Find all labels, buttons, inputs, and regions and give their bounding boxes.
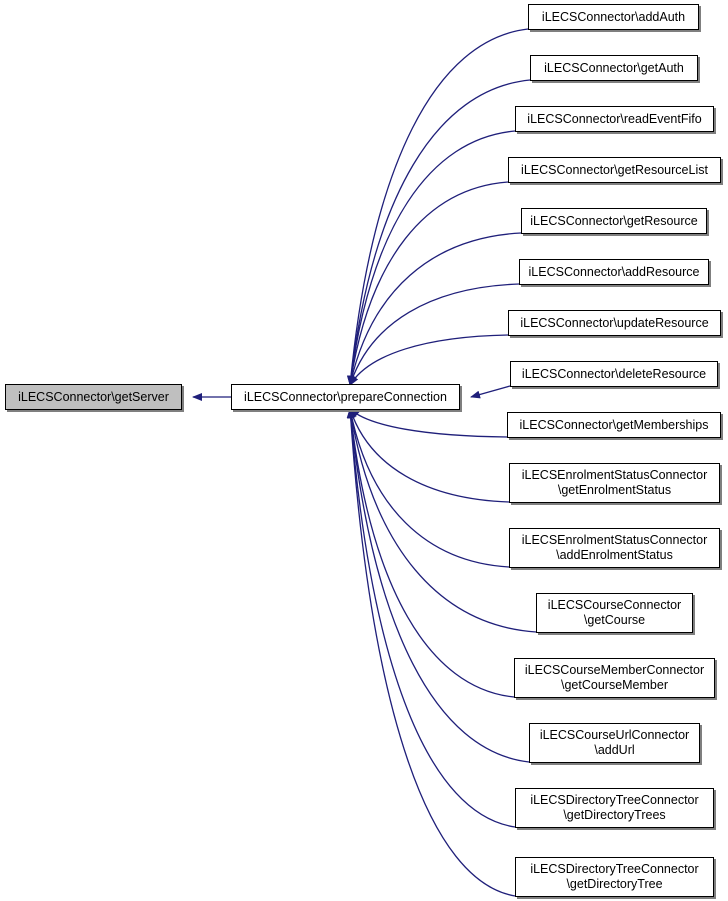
graph-node-ilecsenrolmentstatusconnector-getenrolmentstatus[interactable]: iLECSEnrolmentStatusConnector \getEnrolm… — [509, 463, 720, 503]
graph-node-label: iLECSConnector\updateResource — [520, 315, 709, 330]
graph-node-label: iLECSConnector\getServer — [18, 389, 169, 404]
edge-caller-1-to-hub — [347, 79, 531, 386]
graph-node-ilecsconnector-getresource[interactable]: iLECSConnector\getResource — [521, 208, 707, 234]
edge-caller-9-to-hub — [349, 408, 510, 503]
graph-node-label: iLECSCourseConnector \getCourse — [547, 598, 682, 627]
edge-caller-10-to-hub — [347, 408, 510, 568]
edge-caller-2-to-hub — [347, 130, 516, 386]
graph-node-label: iLECSConnector\prepareConnection — [244, 389, 447, 404]
edge-caller-4-to-hub — [348, 232, 522, 386]
graph-node-label: iLECSConnector\getResource — [530, 213, 698, 228]
edge-caller-3-to-hub — [347, 181, 509, 386]
edge-caller-11-to-hub — [347, 408, 537, 633]
graph-node-label: iLECSConnector\addAuth — [541, 9, 686, 24]
edge-caller-0-to-hub — [346, 28, 529, 386]
graph-node-ilecsconnector-updateresource[interactable]: iLECSConnector\updateResource — [508, 310, 721, 336]
graph-node-ilecscourseurlconnector-addurl[interactable]: iLECSCourseUrlConnector \addUrl — [529, 723, 700, 763]
graph-node-label: iLECSCourseMemberConnector \getCourseMem… — [524, 663, 705, 692]
graph-node-ilecsconnector-readeventfifo[interactable]: iLECSConnector\readEventFifo — [515, 106, 714, 132]
edge-caller-13-to-hub — [346, 408, 530, 763]
graph-node-ilecsconnector-getmemberships[interactable]: iLECSConnector\getMemberships — [507, 412, 721, 438]
graph-node-ilecsconnector-getserver[interactable]: iLECSConnector\getServer — [5, 384, 182, 410]
graph-node-label: iLECSConnector\readEventFifo — [527, 111, 702, 126]
graph-node-ilecsdirectorytreeconnector-getdirectorytree[interactable]: iLECSDirectoryTreeConnector \getDirector… — [515, 857, 714, 897]
edge-caller-15-to-hub — [346, 408, 516, 897]
graph-node-label: iLECSDirectoryTreeConnector \getDirector… — [530, 793, 699, 822]
graph-node-label: iLECSConnector\deleteResource — [521, 366, 707, 381]
graph-node-ilecsconnector-prepareconnection[interactable]: iLECSConnector\prepareConnection — [231, 384, 460, 410]
graph-node-ilecscoursememberconnector-getcoursemember[interactable]: iLECSCourseMemberConnector \getCourseMem… — [514, 658, 715, 698]
graph-node-label: iLECSConnector\getAuth — [544, 60, 684, 75]
graph-node-label: iLECSConnector\getResourceList — [521, 162, 708, 177]
graph-node-label: iLECSConnector\getMemberships — [519, 417, 709, 432]
graph-node-ilecsconnector-addauth[interactable]: iLECSConnector\addAuth — [528, 4, 699, 30]
edge-caller-6-to-hub — [349, 334, 509, 386]
graph-node-ilecsconnector-getresourcelist[interactable]: iLECSConnector\getResourceList — [508, 157, 721, 183]
graph-node-label: iLECSEnrolmentStatusConnector \getEnrolm… — [521, 468, 708, 497]
edge-caller-14-to-hub — [346, 408, 516, 828]
graph-node-label: iLECSConnector\addResource — [528, 264, 700, 279]
graph-node-ilecscourseconnector-getcourse[interactable]: iLECSCourseConnector \getCourse — [536, 593, 693, 633]
graph-node-ilecsenrolmentstatusconnector-addenrolmentstatus[interactable]: iLECSEnrolmentStatusConnector \addEnrolm… — [509, 528, 720, 568]
graph-node-label: iLECSCourseUrlConnector \addUrl — [539, 728, 690, 757]
graph-node-label: iLECSEnrolmentStatusConnector \addEnrolm… — [521, 533, 708, 562]
graph-node-ilecsdirectorytreeconnector-getdirectorytrees[interactable]: iLECSDirectoryTreeConnector \getDirector… — [515, 788, 714, 828]
graph-node-ilecsconnector-getauth[interactable]: iLECSConnector\getAuth — [530, 55, 698, 81]
graph-node-ilecsconnector-deleteresource[interactable]: iLECSConnector\deleteResource — [510, 361, 718, 387]
edge-caller-8-to-hub — [349, 408, 508, 438]
graph-node-label: iLECSDirectoryTreeConnector \getDirector… — [530, 862, 699, 891]
edge-caller-5-to-hub — [349, 283, 520, 386]
graph-node-ilecsconnector-addresource[interactable]: iLECSConnector\addResource — [519, 259, 709, 285]
edge-caller-12-to-hub — [347, 408, 515, 698]
edge-caller-7-to-hub — [470, 385, 511, 399]
edge-group — [192, 28, 537, 897]
